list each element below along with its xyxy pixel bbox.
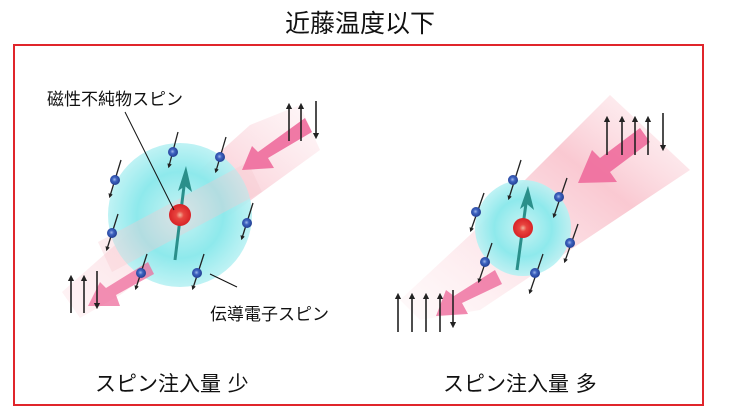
outgoing-spin-arrows	[67, 271, 101, 313]
impurity-ball	[169, 204, 191, 226]
panel-high-injection	[394, 95, 690, 332]
incoming-spin-arrows	[285, 101, 320, 141]
caption-low-injection: スピン注入量 少	[95, 372, 249, 396]
outgoing-spin-arrows	[394, 290, 457, 332]
incoming-spin-arrows	[603, 113, 667, 155]
impurity-ball	[513, 218, 533, 238]
impurity-spin-label: 磁性不純物スピン	[47, 90, 183, 110]
conduction-spin-label: 伝導電子スピン	[210, 305, 329, 325]
conduction-electrons	[105, 131, 254, 291]
panel-low-injection	[62, 101, 320, 318]
impurity-spin-arrow-icon	[520, 186, 534, 210]
diagram-title: 近藤温度以下	[284, 9, 435, 38]
impurity-spin-arrow-icon	[178, 166, 192, 192]
caption-high-injection: スピン注入量 多	[443, 372, 597, 396]
below-kondo-frame	[13, 44, 704, 406]
conduction-electrons	[469, 159, 579, 295]
